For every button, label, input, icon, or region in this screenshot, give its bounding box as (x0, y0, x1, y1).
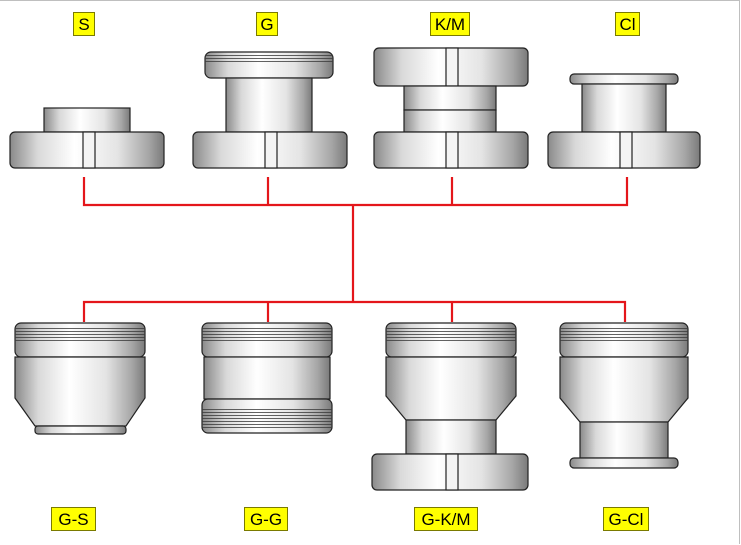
label-g-k-m: G-K/M (414, 507, 478, 531)
part-g-k-m (371, 322, 529, 491)
part-g (192, 51, 348, 169)
label-g-s: G-S (51, 507, 96, 531)
bottom-bus (82, 300, 627, 322)
label-g-g: G-G (244, 507, 288, 531)
label-cl: Cl (615, 12, 640, 36)
top-bus (82, 177, 629, 207)
label-k-m: K/M (430, 12, 470, 36)
part-g-s (14, 322, 146, 435)
part-cl (547, 73, 701, 169)
label-g-cl: G-Cl (603, 507, 649, 531)
part-s (9, 107, 165, 169)
part-k-m (373, 47, 529, 169)
label-s: S (73, 12, 95, 36)
part-g-cl (559, 322, 689, 469)
part-g-g (201, 322, 333, 434)
connector-tree (82, 177, 629, 322)
label-g: G (256, 12, 278, 36)
